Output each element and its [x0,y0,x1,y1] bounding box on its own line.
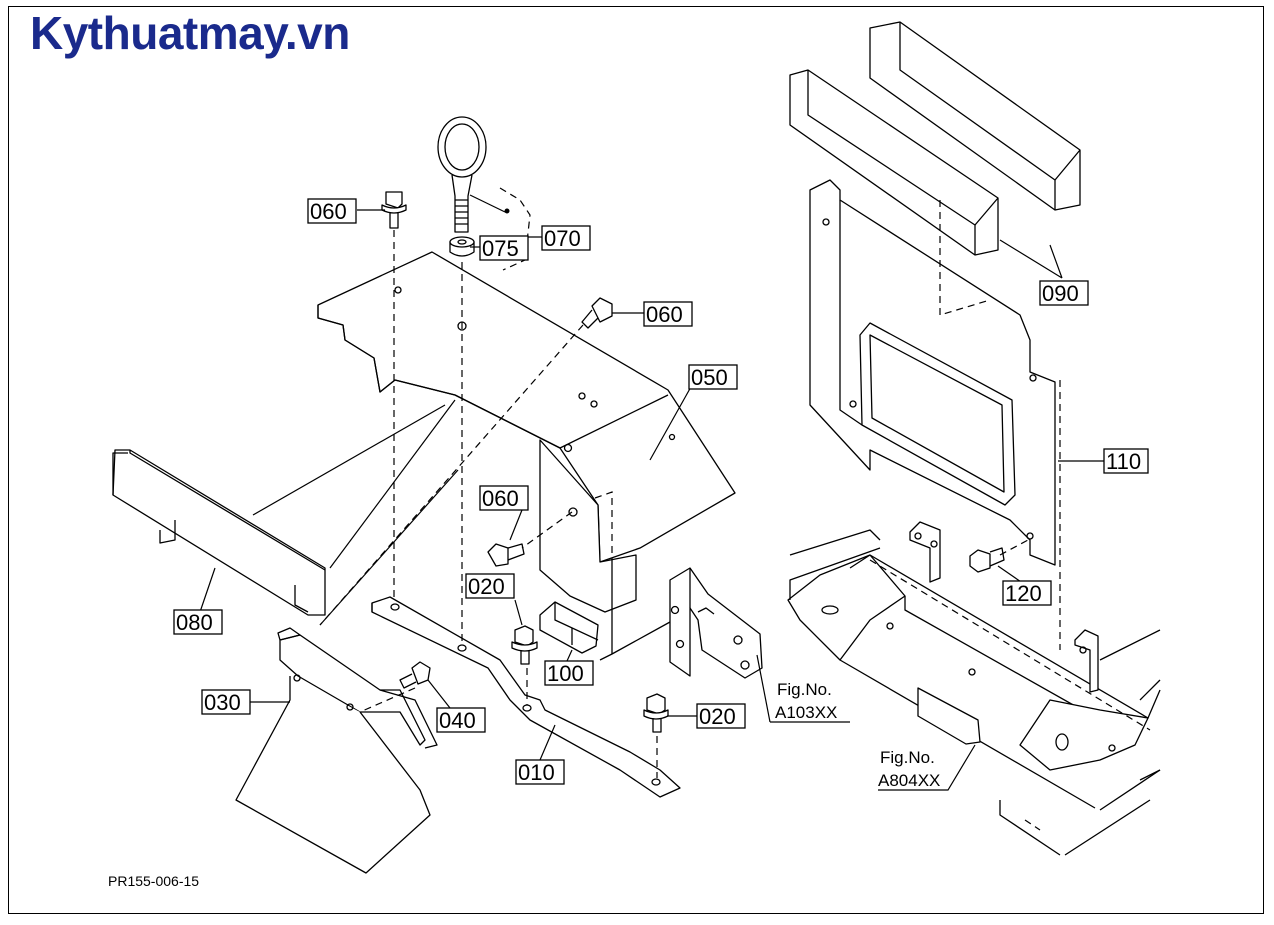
eye-bolt-070 [437,116,487,233]
bolt-060-mid [581,297,613,329]
svg-text:050: 050 [691,365,728,390]
tag-020-a: 020 [465,573,515,599]
svg-text:030: 030 [204,690,241,715]
fig-ref-a804xx: Fig.No. A804XX [878,748,940,790]
svg-text:020: 020 [468,574,505,599]
svg-text:040: 040 [439,708,476,733]
bolt-120 [969,547,1005,573]
svg-text:060: 060 [646,302,683,327]
tag-110: 110 [1103,448,1149,474]
tag-060-top: 060 [307,198,357,224]
drawing-frame [8,6,1264,914]
tag-080: 080 [173,609,223,635]
fig-ref-a103xx: Fig.No. A103XX [775,680,837,722]
washer-075 [449,236,475,257]
leader-lines [199,194,1106,791]
tag-040: 040 [436,707,486,733]
tag-050: 050 [688,364,738,390]
svg-text:A103XX: A103XX [775,703,837,722]
tag-100: 100 [544,660,594,686]
guard-030 [235,627,438,874]
svg-text:Fig.No.: Fig.No. [880,748,935,767]
drawing-code: PR155-006-15 [108,873,200,889]
bracket-010 [371,596,681,798]
svg-text:100: 100 [547,661,584,686]
bolt-040 [399,661,431,689]
svg-text:120: 120 [1005,581,1042,606]
tag-120: 120 [1002,580,1052,606]
svg-text:080: 080 [176,610,213,635]
tag-075: 075 [479,235,529,261]
svg-text:075: 075 [482,236,519,261]
tag-090: 090 [1039,280,1089,306]
svg-text:110: 110 [1106,449,1141,474]
panel-110 [809,179,1056,566]
svg-text:A804XX: A804XX [878,771,940,790]
bolt-020-b [643,693,669,733]
svg-text:090: 090 [1042,281,1079,306]
watermark-logo: Kythuatmay.vn [30,7,350,59]
svg-text:Fig.No.: Fig.No. [777,680,832,699]
svg-text:060: 060 [482,486,519,511]
tag-030: 030 [201,689,251,715]
tag-060-mid: 060 [643,301,693,327]
tag-020-b: 020 [696,703,746,729]
tag-010: 010 [515,759,565,785]
bolt-060-top [381,191,407,229]
svg-text:020: 020 [699,704,736,729]
tag-070: 070 [541,225,591,251]
frame-assembly [787,521,1161,856]
bolt-060-lower [487,543,525,567]
svg-text:060: 060 [310,199,347,224]
block-100 [539,601,599,654]
hinge-plate [669,567,763,679]
cushion-090 [789,21,1081,256]
bolt-020-a [511,625,538,665]
bar-080 [112,449,326,616]
svg-text:010: 010 [518,760,555,785]
assembly-lines [319,187,1151,778]
tag-060-lower: 060 [479,485,529,511]
svg-text:070: 070 [544,226,581,251]
